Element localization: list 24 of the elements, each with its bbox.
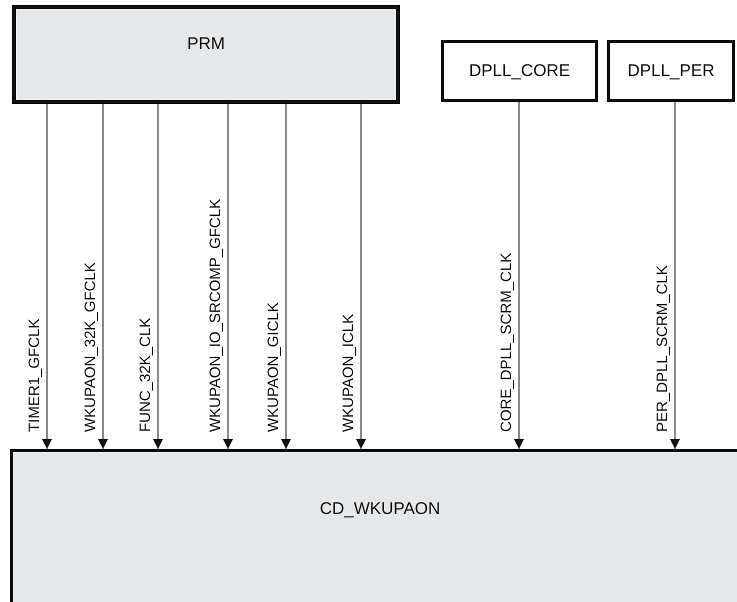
arrow <box>42 104 52 450</box>
domain-box <box>10 449 737 602</box>
arrow <box>153 104 163 450</box>
arrow <box>670 102 680 450</box>
edge-label: CORE_DPLL_SCRM_CLK <box>498 252 516 432</box>
arrow <box>514 102 524 450</box>
pll-box <box>441 40 598 102</box>
edge-label: WKUPAON_32K_GFCLK <box>82 262 100 432</box>
module-box <box>12 5 400 104</box>
box-label: DPLL_PER <box>628 61 714 81</box>
pll-box <box>607 40 735 102</box>
edge-label: WKUPAON_IO_SRCOMP_GFCLK <box>207 198 225 432</box>
box-label: DPLL_CORE <box>468 61 570 81</box>
edge-label: WKUPAON_ICLK <box>340 314 358 432</box>
arrow <box>223 104 233 450</box>
edge-label: FUNC_32K_CLK <box>137 318 155 432</box>
edge-label: TIMER1_GFCLK <box>26 318 44 432</box>
box-label: PRM <box>187 34 225 54</box>
edge-label: PER_DPLL_SCRM_CLK <box>654 265 672 432</box>
arrow <box>356 104 366 450</box>
arrow <box>281 104 291 450</box>
arrow <box>98 104 108 450</box>
edge-label: WKUPAON_GICLK <box>265 302 283 432</box>
box-label: CD_WKUPAON <box>320 499 440 519</box>
